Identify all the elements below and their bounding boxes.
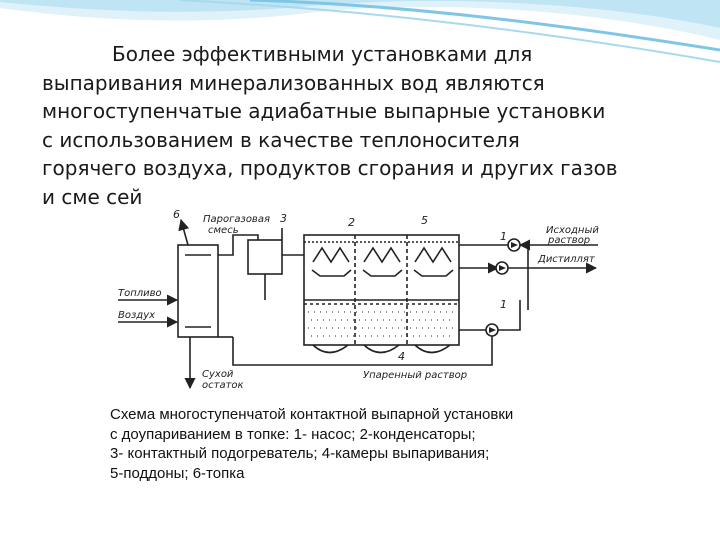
evaporation-chambers-4 xyxy=(303,234,460,346)
number-5: 5 xyxy=(421,214,428,227)
caption-line: с доупариванием в топке: 1- насос; 2-кон… xyxy=(110,425,476,443)
paragraph-line: многоступенчатые адиабатные выпарные уст… xyxy=(42,99,606,123)
header-swoosh-decoration xyxy=(0,0,720,63)
number-2: 2 xyxy=(348,216,355,229)
condenser-2 xyxy=(414,246,452,264)
label-fuel: Топливо xyxy=(118,288,162,299)
furnace-6 xyxy=(177,244,219,338)
number-1: 1 xyxy=(500,298,507,311)
label-feed-solution: Исходный xyxy=(546,225,599,236)
intro-paragraph: Более эффективными установками для выпар… xyxy=(42,40,692,211)
label-steam-gas: Парогазовая xyxy=(203,214,270,225)
label-feed-solution: раствор xyxy=(547,235,590,246)
paragraph-line: и сме сей xyxy=(42,184,143,209)
condenser-2 xyxy=(312,246,350,264)
figure-caption: Схема многоступенчатой контактной выпарн… xyxy=(110,405,610,483)
number-3: 3 xyxy=(280,212,287,225)
tray-5 xyxy=(362,269,403,277)
tray-5 xyxy=(413,269,454,277)
caption-line: 3- контактный подогреватель; 4-камеры вы… xyxy=(110,445,490,462)
label-evaporated-solution: Упаренный раствор xyxy=(363,370,467,381)
evaporator-scheme-diagram: Парогазовая смесь Топливо Воздух Сухой о… xyxy=(118,208,599,391)
label-dry-residue: Сухой xyxy=(202,369,234,380)
paragraph-line: горячего воздуха, продуктов сгорания и д… xyxy=(42,156,618,180)
label-air: Воздух xyxy=(118,310,155,321)
label-dry-residue: остаток xyxy=(202,380,244,391)
tray-5 xyxy=(311,269,352,277)
number-1: 1 xyxy=(500,230,507,243)
number-6: 6 xyxy=(173,208,180,221)
paragraph-line: Более эффективными установками для xyxy=(112,42,533,66)
caption-line: Схема многоступенчатой контактной выпарн… xyxy=(110,406,514,423)
caption-line: 5-поддоны; 6-топка xyxy=(110,464,245,482)
number-4: 4 xyxy=(398,350,405,363)
label-steam-gas: смесь xyxy=(208,225,239,236)
label-distillate: Дистиллят xyxy=(537,254,596,265)
condenser-2 xyxy=(363,246,401,264)
contact-heater-3 xyxy=(247,239,283,275)
paragraph-line: выпаривания минерализованных вод являютс… xyxy=(42,70,545,95)
paragraph-line: с использованием в качестве теплоносител… xyxy=(42,127,520,152)
